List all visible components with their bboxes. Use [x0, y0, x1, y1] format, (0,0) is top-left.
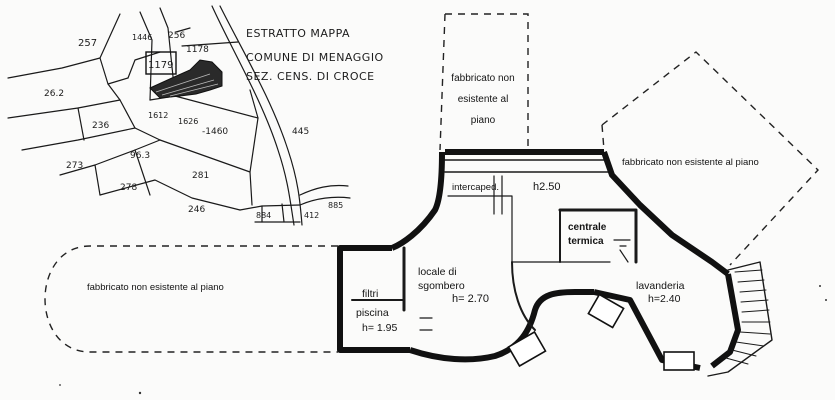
parcel-236: 236	[92, 121, 109, 131]
parcel-885: 885	[328, 201, 343, 210]
parcel-257: 257	[78, 38, 97, 49]
building-footprint-icon	[145, 51, 223, 99]
centrale-termica-label-2: termica	[568, 236, 604, 247]
filtri-label: filtri	[362, 288, 378, 300]
parcel-281: 281	[192, 171, 209, 181]
parcel-1179: 1179	[148, 60, 173, 71]
parcel-278: 278	[120, 183, 137, 193]
centrale-termica-label-1: centrale	[568, 222, 607, 233]
locale-sgombero-label-1: locale di	[418, 266, 457, 278]
parcel-1460: -1460	[202, 127, 228, 137]
non-existent-buildings	[44, 13, 819, 353]
parcel-884: 884	[256, 211, 271, 220]
parcel-445: 445	[292, 127, 309, 137]
top-building-label-3: piano	[471, 115, 496, 126]
parcel-273: 273	[66, 161, 83, 171]
locale-sgombero-label-2: sgombero	[418, 280, 465, 292]
scan-speckles	[59, 285, 827, 395]
parcel-412: 412	[304, 211, 319, 220]
right-building-label: fabbricato non esistente al piano	[622, 157, 759, 168]
intercapedine-label: intercaped.	[452, 182, 499, 193]
top-building-label-2: esistente al	[458, 94, 509, 105]
parcel-262: 26.2	[44, 89, 64, 99]
lavanderia-label: lavanderia	[636, 280, 685, 292]
map-title: ESTRATTO MAPPA	[246, 27, 350, 40]
intercapedine-height: h2.50	[533, 181, 561, 193]
locale-sgombero-height: h= 2.70	[452, 293, 489, 305]
left-building-label: fabbricato non esistente al piano	[87, 282, 224, 293]
map-sezione: SEZ. CENS. DI CROCE	[246, 70, 375, 83]
piscina-label: piscina	[356, 307, 389, 319]
parcel-1178: 1178	[186, 45, 209, 55]
top-building-label-1: fabbricato non	[451, 73, 514, 84]
parcel-1612: 1612	[148, 111, 168, 120]
parcel-963: 96.3	[130, 151, 150, 161]
parcel-1446: 1446	[132, 33, 152, 42]
piscina-height: h= 1.95	[362, 322, 397, 334]
parcel-1626: 1626	[178, 117, 198, 126]
cadastral-map: 257 1446 256 1178 1179 26.2 1612 1626 -1…	[7, 5, 351, 226]
parcel-246: 246	[188, 205, 205, 215]
floor-plan-walls	[337, 149, 773, 377]
map-comune: COMUNE DI MENAGGIO	[246, 51, 384, 64]
parcel-256: 256	[168, 31, 185, 41]
lavanderia-height: h=2.40	[648, 293, 681, 305]
